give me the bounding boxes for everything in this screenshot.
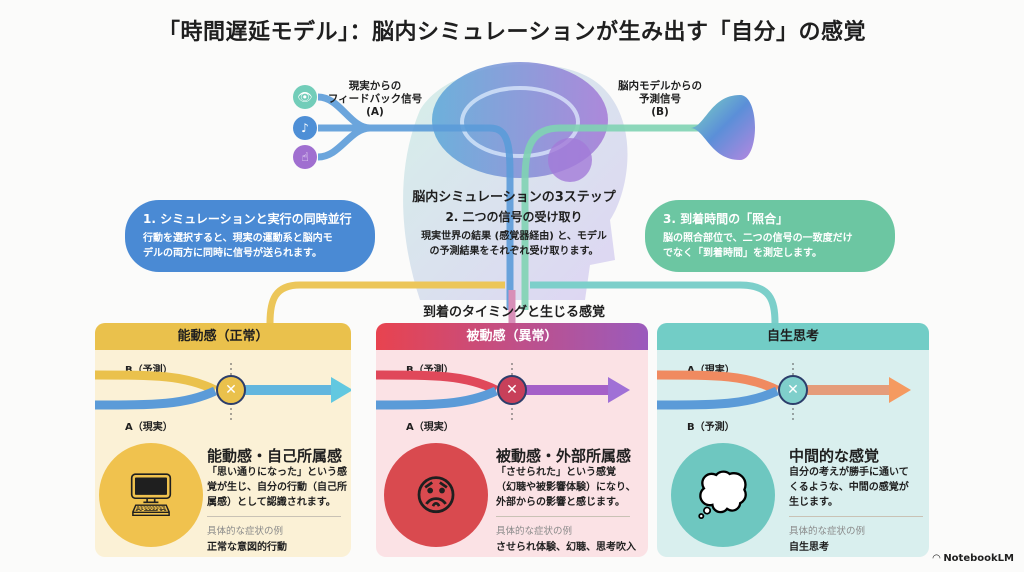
example-value: 正常な意図的行動 (207, 542, 287, 553)
feedback-line3: (A) (366, 106, 384, 118)
person-controlled-illustration: 😟 (384, 443, 488, 547)
signal-arrows (376, 363, 630, 421)
signal-bottom-label: A（現実） (406, 422, 454, 433)
step-3-title: 3. 到着時間の「照合」 (663, 212, 789, 226)
connector-panel-1 (266, 281, 505, 324)
feedback-line1: 現実からの (348, 80, 402, 92)
notebooklm-logo-icon: ◠ (932, 553, 941, 564)
page-title: 「時間遅延モデル」：脳内シミュレーションが生み出す「自分」の感覚 (157, 20, 867, 45)
desc-line: 覚が生じ、自分の行動（自己所 (207, 482, 347, 493)
notebooklm-watermark: ◠ NotebookLM (933, 553, 1014, 564)
desc-line: 生じます。 (789, 497, 838, 508)
comparator-icon: ✕ (216, 375, 246, 405)
feedback-line2: フィードバック信号 (327, 93, 423, 105)
comparator-icon: ✕ (497, 375, 527, 405)
panel-title: 中間的な感覚 (789, 447, 880, 465)
desc-line: 「思い通りになった」という感 (207, 467, 347, 478)
prediction-line1: 脳内モデルからの (618, 80, 702, 92)
desc-line: くるような、中間の感覚が (789, 482, 909, 493)
desc-line: 属感）として認識されます。 (207, 497, 336, 508)
comparator-icon: ✕ (778, 375, 808, 405)
step-2: 2. 二つの信号の受け取り 現実世界の結果 (感覚器経由) と、モデル の予測結… (398, 208, 630, 259)
panel-active: 能動感（正常） B（予測） A（現実） ✕ 🖥 能動感・自己所属感 「思い通りに… (95, 323, 351, 557)
panel-autochthonous-thought: 自生思考 A（現実） B（予測） ✕ 💭 中間的な感覚 自分の考えが勝手に通いて… (657, 323, 929, 557)
desc-line: 外部からの影響と感じます。 (496, 497, 625, 508)
signal-bottom-label: B（予測） (687, 422, 735, 433)
prediction-line2: 予測信号 (639, 93, 681, 105)
prediction-bulb (690, 95, 755, 160)
example-value: 自生思考 (789, 542, 829, 553)
timing-heading: 到着のタイミングと生じる感覚 (422, 305, 605, 320)
panel-title: 被動感・外部所属感 (496, 447, 632, 465)
step-3-bubble: 3. 到着時間の「照合」 脳の照合部位で、二つの信号の一致度だけ でなく「到着時… (645, 200, 895, 272)
step-2-desc: の予測結果をそれぞれ受け取ります。 (429, 246, 599, 257)
prediction-signal-label: 脳内モデルからの 予測信号 (B) (605, 80, 715, 119)
example-label: 具体的な症状の例 (789, 526, 866, 537)
connector-panel-3 (530, 281, 779, 324)
panel-desc: 自分の考えが勝手に通いて くるような、中間の感覚が 生じます。 (789, 465, 909, 510)
desc-line: 自分の考えが勝手に通いて (789, 467, 909, 478)
desc-line: 「させられた」という感覚 (496, 467, 616, 478)
signal-arrows (95, 363, 351, 421)
example-label: 具体的な症状の例 (496, 526, 573, 537)
hand-touch-icon: ☝ (293, 145, 317, 169)
feedback-signal-line (317, 93, 514, 310)
step-1-title: 1. シミュレーションと実行の同時並行 (143, 212, 352, 226)
signal-bottom-label: A（現実） (125, 422, 173, 433)
signal-top-label: B（予測） (406, 365, 454, 376)
divider (496, 516, 630, 517)
desc-line: （幻聴や被影響体験）になり、 (496, 482, 636, 493)
step-1-desc: 行動を選択すると、現実の運動系と脳内モ (143, 233, 333, 244)
divider (207, 516, 341, 517)
eye-icon: 👁 (293, 85, 317, 109)
panel-desc: 「思い通りになった」という感 覚が生じ、自分の行動（自己所 属感）として認識され… (207, 465, 347, 510)
steps-heading: 脳内シミュレーションの3ステップ (412, 190, 616, 205)
step-3-desc: でなく「到着時間」を測定します。 (663, 248, 822, 259)
feedback-signal-label: 現実からの フィードバック信号 (A) (320, 80, 430, 119)
prediction-signal-line (521, 124, 700, 310)
prediction-line3: (B) (651, 106, 669, 118)
panel-header: 自生思考 (657, 323, 929, 350)
computer-smile-illustration: 🖥 (99, 443, 203, 547)
step-1-bubble: 1. シミュレーションと実行の同時並行 行動を選択すると、現実の運動系と脳内モ … (125, 200, 375, 272)
panel-desc: 「させられた」という感覚 （幻聴や被影響体験）になり、 外部からの影響と感じます… (496, 465, 636, 510)
signal-arrows (657, 363, 911, 421)
ear-icon: ♪ (293, 116, 317, 140)
step-3-desc: 脳の照合部位で、二つの信号の一致度だけ (663, 233, 853, 244)
panel-title: 能動感・自己所属感 (207, 447, 343, 465)
step-2-title: 2. 二つの信号の受け取り (445, 210, 583, 224)
step-1-desc: デルの両方に同時に信号が送られます。 (143, 248, 322, 259)
divider (789, 516, 923, 517)
thinking-person-illustration: 💭 (671, 443, 775, 547)
example-value: させられ体験、幻聴、思考吹入 (496, 542, 636, 553)
signal-top-label: B（予測） (125, 365, 173, 376)
panel-header: 被動感（異常） (376, 323, 648, 350)
signal-top-label: A（現実） (687, 365, 735, 376)
step-2-desc: 現実世界の結果 (感覚器経由) と、モデル (421, 231, 607, 242)
panel-passive: 被動感（異常） B（予測） A（現実） ✕ 😟 被動感・外部所属感 「させられた… (376, 323, 648, 557)
panel-header: 能動感（正常） (95, 323, 351, 350)
example-label: 具体的な症状の例 (207, 526, 284, 537)
watermark-text: NotebookLM (943, 553, 1014, 564)
